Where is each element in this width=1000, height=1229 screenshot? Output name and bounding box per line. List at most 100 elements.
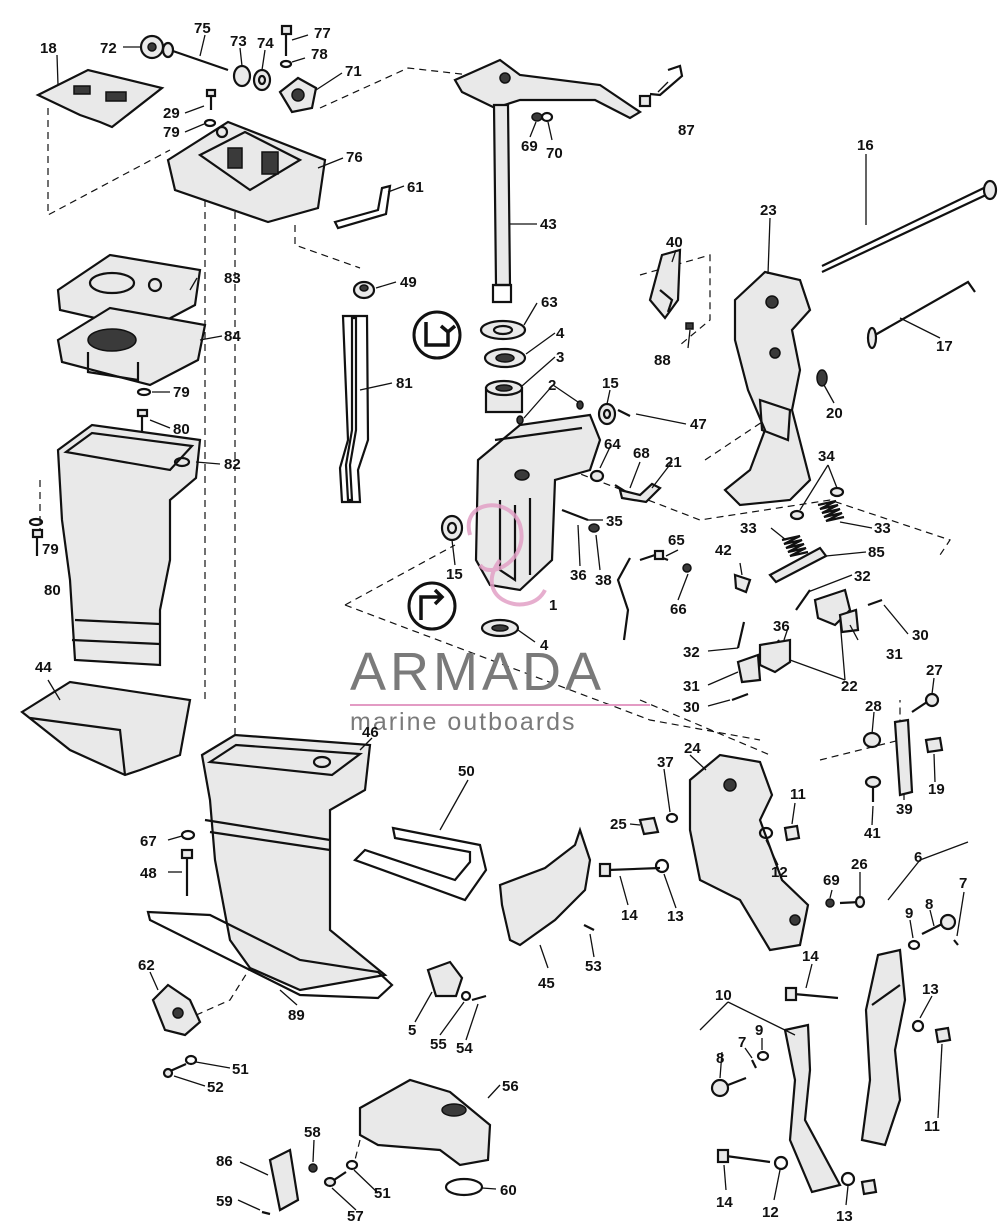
part-1-swivel-bracket [474, 413, 602, 592]
part-11-nut-lower [860, 1178, 878, 1196]
label-73: 73 [230, 33, 247, 50]
part-41-screw [864, 775, 882, 802]
part-11-nut-right [934, 1026, 952, 1044]
part-79-washer-mid [136, 387, 152, 397]
part-60-ring [444, 1177, 484, 1197]
label-36a: 36 [570, 567, 587, 584]
part-74-washer [252, 68, 272, 92]
part-28-washer [862, 731, 882, 749]
label-7a: 7 [959, 875, 967, 892]
label-72: 72 [100, 40, 117, 57]
part-8-bolt-right [921, 913, 957, 935]
label-79a: 79 [163, 124, 180, 141]
label-38: 38 [595, 572, 612, 589]
label-36b: 36 [773, 618, 790, 635]
part-75-long-bolt [161, 41, 229, 72]
part-42-clip [733, 573, 752, 594]
part-29-screw [205, 88, 217, 110]
part-57-screw [323, 1171, 347, 1188]
part-4-seal-upper [483, 347, 527, 369]
label-14a: 14 [621, 907, 638, 924]
part-13-washer-right [911, 1019, 925, 1033]
part-67-washer [180, 829, 196, 841]
label-63: 63 [541, 294, 558, 311]
part-87-clip [638, 64, 684, 108]
part-35-pin [561, 508, 589, 522]
label-55: 55 [430, 1036, 447, 1053]
label-10: 10 [715, 987, 732, 1004]
label-64: 64 [604, 436, 621, 453]
label-56: 56 [502, 1078, 519, 1095]
watermark-tagline: marine outboards [350, 708, 577, 736]
label-54: 54 [456, 1040, 473, 1057]
label-21: 21 [665, 454, 682, 471]
label-49: 49 [400, 274, 417, 291]
label-15a: 15 [602, 375, 619, 392]
label-15b: 15 [446, 566, 463, 583]
label-39: 39 [896, 801, 913, 818]
label-33a: 33 [740, 520, 757, 537]
label-57: 57 [347, 1208, 364, 1225]
part-24-clamp-bracket [688, 753, 810, 952]
label-59: 59 [216, 1193, 233, 1210]
part-steering-arm [453, 58, 643, 120]
label-9a: 9 [905, 905, 913, 922]
label-66: 66 [670, 601, 687, 618]
part-72-grommet [139, 34, 165, 60]
label-48: 48 [140, 865, 157, 882]
part-27-screw [911, 692, 940, 713]
part-49-grommet [352, 280, 376, 300]
part-82-exhaust-housing [56, 423, 202, 667]
label-43: 43 [540, 216, 557, 233]
label-51a: 51 [232, 1061, 249, 1078]
label-81: 81 [396, 375, 413, 392]
part-5-mount [426, 960, 464, 998]
label-6: 6 [914, 849, 922, 866]
label-4b: 4 [540, 637, 549, 654]
label-13a: 13 [667, 908, 684, 925]
part-30-screw [731, 598, 883, 702]
label-52: 52 [207, 1079, 224, 1096]
label-26: 26 [851, 856, 868, 873]
label-14c: 14 [716, 1194, 733, 1211]
label-13b: 13 [922, 981, 939, 998]
label-9b: 9 [755, 1022, 763, 1039]
part-15-washer-upper [597, 402, 617, 426]
label-8b: 8 [716, 1050, 724, 1067]
part-12-washer-lower [773, 1155, 789, 1171]
part-81-water-tube [338, 314, 370, 504]
part-38-nut [588, 523, 600, 533]
part-84-plate [56, 306, 207, 387]
label-11a: 11 [790, 786, 806, 803]
label-1: 1 [549, 597, 557, 614]
part-61-bracket [333, 184, 392, 230]
label-82: 82 [224, 456, 241, 473]
label-13c: 13 [836, 1208, 853, 1225]
part-52-screw [162, 1062, 187, 1079]
part-48-bolt [180, 848, 194, 896]
label-30b: 30 [683, 699, 700, 716]
label-51b: 51 [374, 1185, 391, 1202]
label-12a: 12 [771, 864, 788, 881]
part-73-washer [232, 64, 252, 88]
part-17-rod [866, 280, 976, 350]
label-44: 44 [35, 659, 52, 676]
watermark: ARMADA marine outboards [350, 503, 650, 736]
part-51-washer-left [184, 1054, 198, 1066]
label-62: 62 [138, 957, 155, 974]
part-50-seal [353, 826, 488, 902]
label-34: 34 [818, 448, 835, 465]
label-8a: 8 [925, 896, 933, 913]
seal-direction-icon-lower [407, 581, 457, 631]
seal-direction-icon-upper [412, 310, 462, 360]
part-9-washer-right [907, 939, 921, 951]
label-3: 3 [556, 349, 564, 366]
part-2-fitting [516, 400, 584, 425]
label-60: 60 [500, 1182, 517, 1199]
part-76-exhaust-adapter [166, 120, 327, 224]
part-13-washer-upper [654, 858, 670, 874]
label-87: 87 [678, 122, 695, 139]
label-46: 46 [362, 724, 379, 741]
part-16-tilt-tube [821, 179, 998, 273]
label-23: 23 [760, 202, 777, 219]
